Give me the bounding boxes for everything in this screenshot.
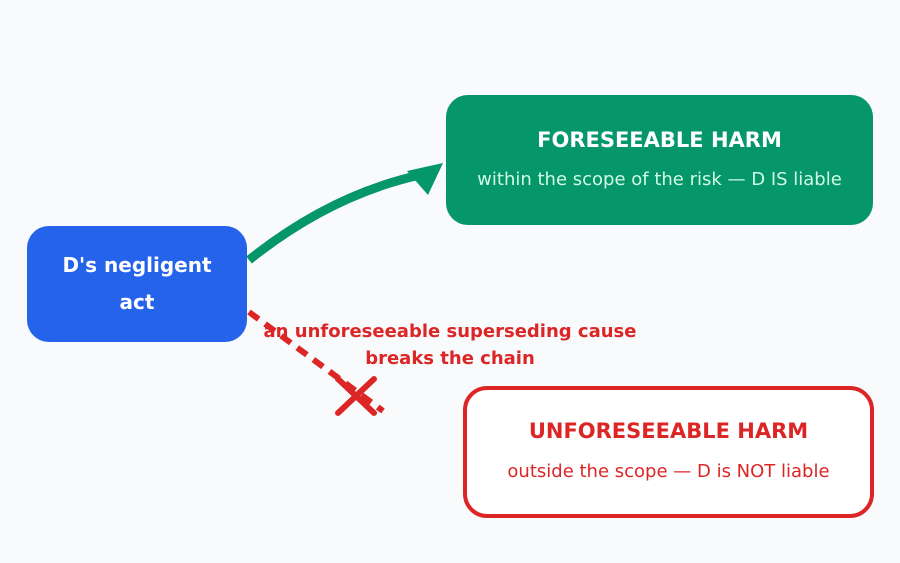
foreseeable-harm-node: FORESEEABLE HARM within the scope of the… xyxy=(446,95,873,225)
unforeseeable-harm-node: UNFORESEEABLE HARM outside the scope — D… xyxy=(463,386,874,518)
foreseeable-arrow-line xyxy=(246,170,421,264)
foreseeable-arrowhead xyxy=(407,163,443,195)
unforeseeable-harm-title: UNFORESEEABLE HARM xyxy=(528,418,809,443)
negligent-act-label: D's negligent act xyxy=(62,253,212,314)
broken-chain-line xyxy=(247,309,385,414)
broken-chain-label: an unforeseeable superseding cause break… xyxy=(263,321,637,369)
cross-icon xyxy=(335,376,377,416)
negligent-act-node: D's negligent act xyxy=(27,226,247,342)
unforeseeable-harm-subtitle: outside the scope — D is NOT liable xyxy=(507,460,830,482)
foreseeable-harm-title: FORESEEABLE HARM xyxy=(537,128,782,152)
foreseeable-harm-subtitle: within the scope of the risk — D IS liab… xyxy=(477,169,842,190)
